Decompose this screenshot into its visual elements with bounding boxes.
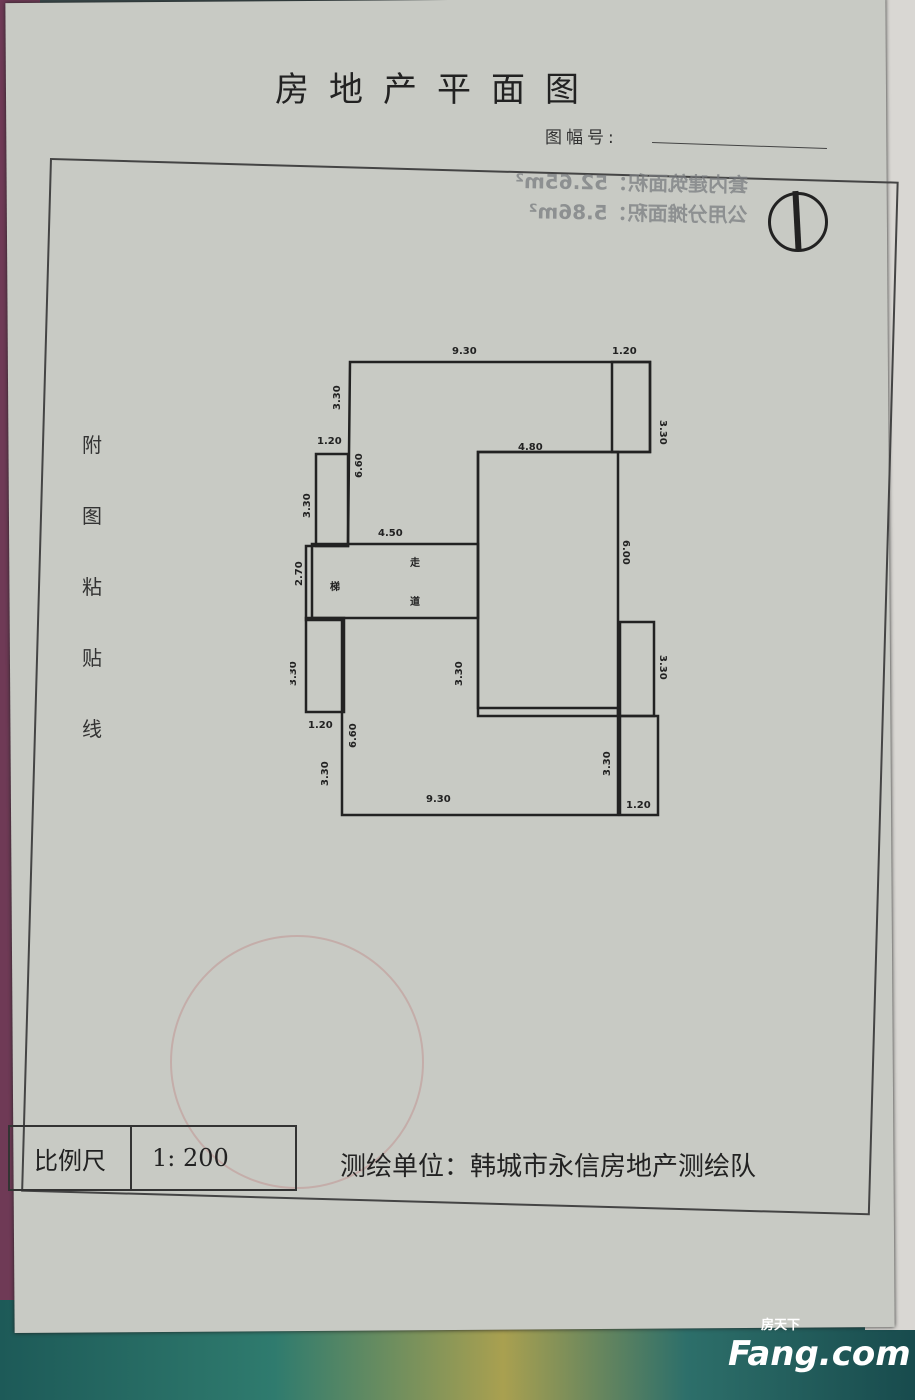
scale-value: 1: 200 — [152, 1144, 229, 1172]
dim: 3.30 — [657, 655, 668, 680]
paste-line-label: 附 图 粘 贴 线 — [82, 410, 106, 765]
side-char: 附 — [82, 433, 102, 457]
scale-label: 比例尺 — [10, 1127, 132, 1189]
room-label: 梯 — [330, 580, 340, 593]
room-label: 走 — [409, 556, 421, 569]
inner-area: 套内建筑面积：52.65m² — [515, 168, 749, 198]
dim: 6.00 — [620, 540, 631, 565]
area-stamp: 套内建筑面积：52.65m² 公用分摊面积：5.86m² — [514, 166, 748, 230]
balcony-right — [618, 620, 656, 718]
dim: 3.30 — [290, 661, 299, 686]
dim: 1.20 — [612, 346, 637, 357]
side-char: 粘 — [82, 575, 102, 599]
dim: 3.30 — [302, 493, 313, 518]
document-title: 房地产平面图 — [275, 70, 599, 110]
balcony-left-bottom — [304, 616, 346, 714]
dim: 3.30 — [320, 761, 331, 786]
room-label: 道 — [410, 595, 420, 608]
dim: 6.60 — [348, 723, 359, 748]
balcony-left-top — [314, 452, 350, 548]
side-char: 线 — [82, 717, 102, 741]
north-arrow-icon — [768, 192, 828, 252]
map-number-label: 图幅号: — [545, 128, 618, 148]
dim: 4.80 — [518, 442, 543, 453]
side-char: 图 — [82, 504, 102, 528]
surveyor-unit: 测绘单位：韩城市永信房地产测绘队 — [340, 1152, 757, 1182]
corridor — [310, 542, 480, 620]
dim: 3.30 — [657, 420, 668, 445]
balcony-bottom-right — [618, 714, 660, 817]
dim: 3.30 — [454, 661, 465, 686]
faded-seal — [170, 935, 424, 1189]
dim: 1.20 — [317, 436, 342, 447]
scale-box: 比例尺 1: 200 — [8, 1125, 297, 1191]
side-char: 贴 — [82, 646, 102, 670]
watermark-brand: Fang.com — [728, 1334, 911, 1374]
fang-watermark: 房天下 Fang.com — [728, 1318, 911, 1374]
shared-area: 公用分摊面积：5.86m² — [528, 199, 748, 228]
room-right — [476, 450, 620, 718]
dim: 1.20 — [626, 800, 651, 811]
dim: 3.30 — [602, 751, 613, 776]
dim: 4.50 — [378, 528, 403, 539]
floor-plan: 9.30 1.20 3.30 3.30 1.20 6.60 3.30 4.50 … — [290, 346, 668, 817]
dim: 9.30 — [452, 346, 477, 357]
watermark-cn: 房天下 — [761, 1318, 801, 1333]
dim: 3.30 — [332, 385, 343, 410]
balcony-top-right — [610, 360, 652, 454]
dim: 1.20 — [308, 720, 333, 731]
dim: 6.60 — [354, 453, 365, 478]
dim: 9.30 — [426, 794, 451, 805]
dim: 2.70 — [294, 561, 305, 586]
